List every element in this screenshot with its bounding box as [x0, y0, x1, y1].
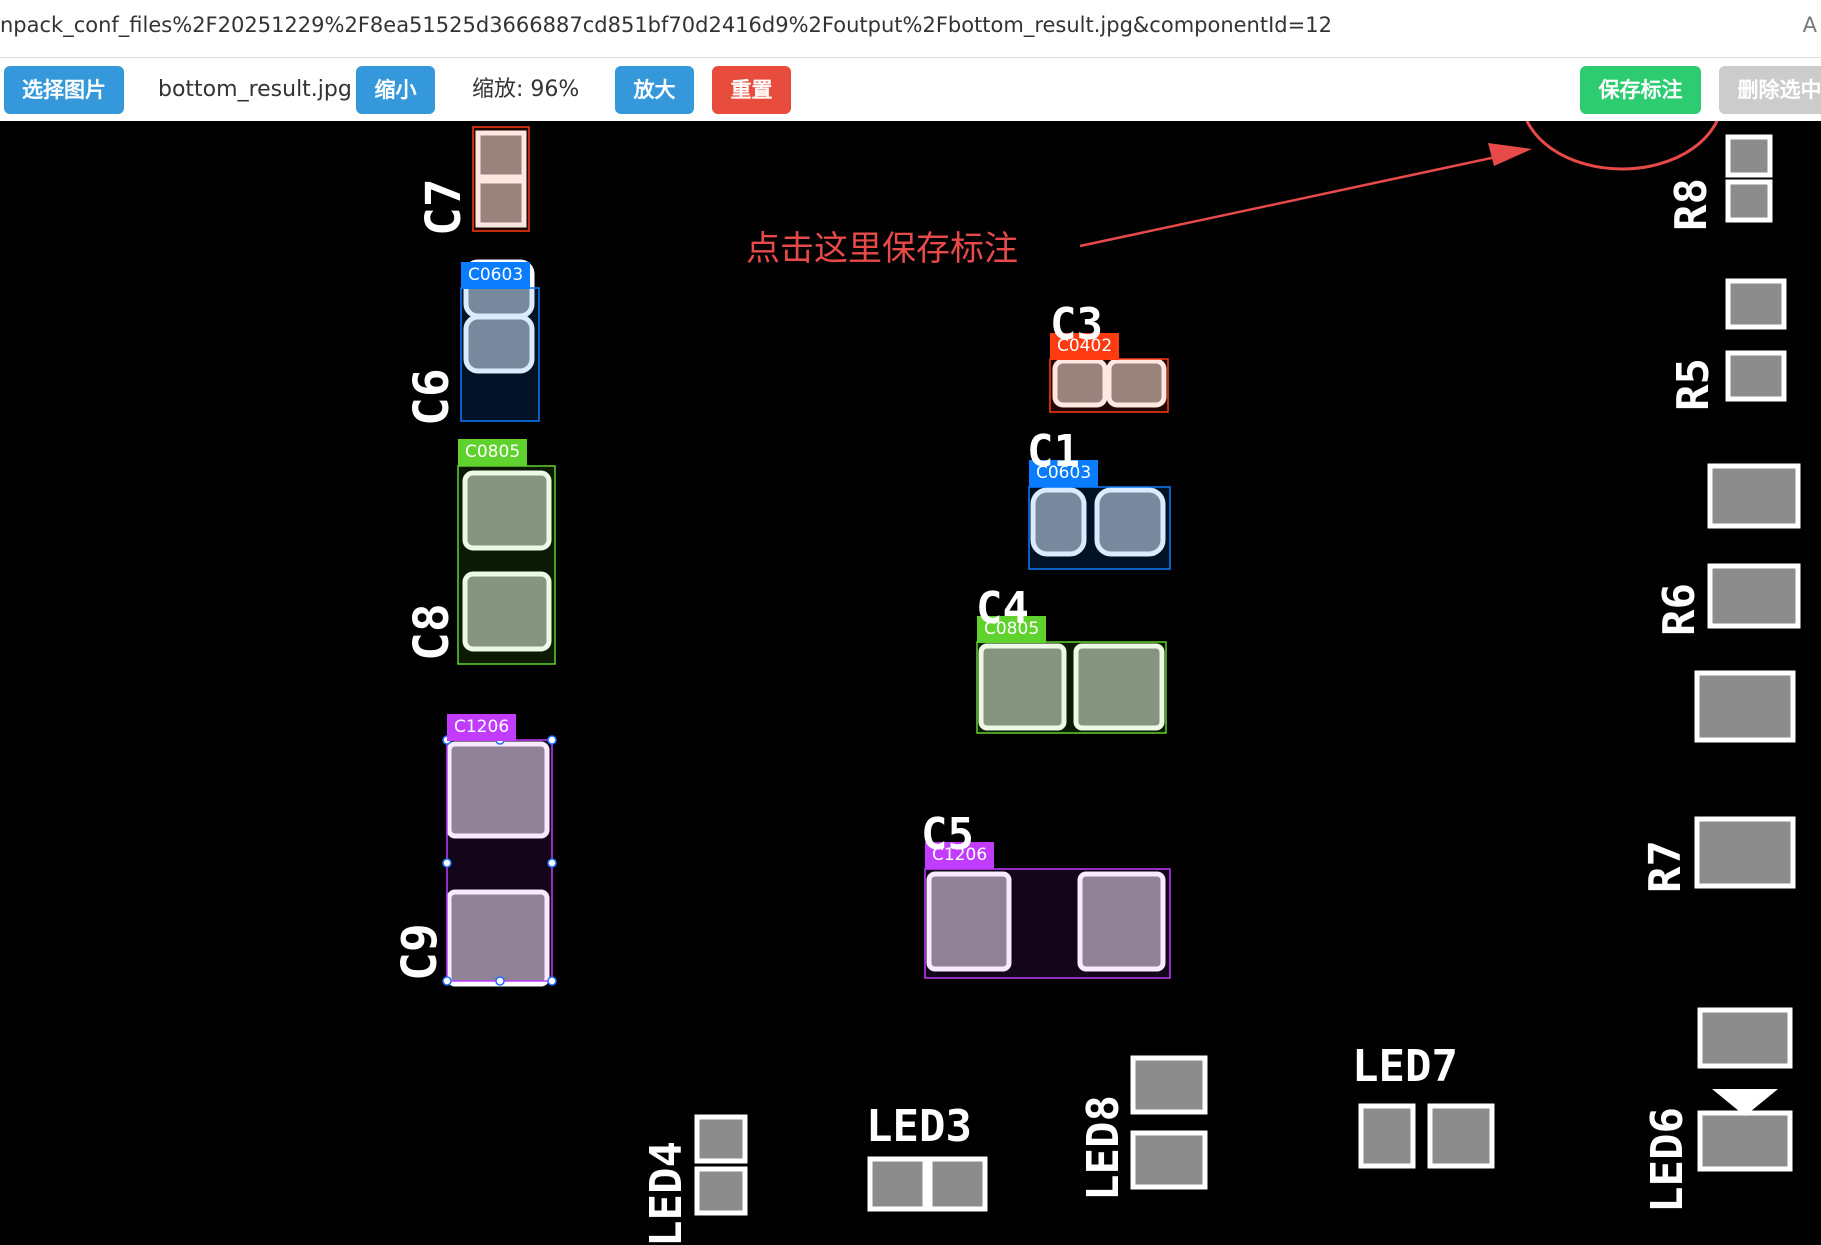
- pad: [694, 1166, 748, 1216]
- silk-label: C9: [392, 923, 448, 981]
- pad: [1358, 1103, 1416, 1169]
- pad: [475, 130, 527, 180]
- pad: [1697, 1007, 1793, 1069]
- pad: [475, 178, 527, 228]
- pad: [1052, 358, 1108, 408]
- resize-handle[interactable]: [547, 735, 557, 745]
- pad: [1694, 670, 1796, 743]
- resize-handle[interactable]: [547, 976, 557, 986]
- bbox-c7[interactable]: [472, 126, 530, 232]
- pad: [1694, 816, 1796, 889]
- bbox-c3[interactable]: [1049, 358, 1169, 413]
- pad: [1725, 179, 1773, 223]
- address-bar[interactable]: npack_conf_files%2F20251229%2F8ea51525d3…: [0, 0, 1821, 58]
- zoom-in-button[interactable]: 放大: [615, 66, 694, 114]
- filename-label: bottom_result.jpg: [158, 77, 352, 102]
- bbox-c8[interactable]: [457, 465, 556, 665]
- silk-label: LED8: [1078, 1095, 1129, 1201]
- led-polarity-marker: [1712, 1089, 1778, 1116]
- pad: [462, 571, 552, 652]
- silk-label: LED6: [1642, 1107, 1693, 1213]
- pad: [1725, 350, 1787, 402]
- url-text[interactable]: npack_conf_files%2F20251229%2F8ea51525d3…: [0, 13, 1332, 37]
- reset-button[interactable]: 重置: [712, 66, 791, 114]
- silk-label: C1: [1027, 426, 1080, 477]
- pad: [1106, 358, 1167, 408]
- pad: [1130, 1055, 1208, 1115]
- silk-label: C6: [404, 368, 460, 426]
- bbox-label: C0805: [458, 439, 528, 466]
- toolbar: 选择图片 bottom_result.jpg 缩小 缩放: 96% 放大 重置 …: [0, 58, 1821, 121]
- pad: [1725, 134, 1773, 178]
- bbox-c4[interactable]: [976, 641, 1167, 734]
- pad: [1427, 1103, 1495, 1169]
- pad: [1707, 463, 1801, 529]
- silk-label: R5: [1668, 358, 1719, 411]
- pad: [1725, 278, 1787, 330]
- zoom-level-label: 缩放: 96%: [472, 77, 580, 102]
- silk-label: C4: [976, 583, 1029, 634]
- bbox-c6[interactable]: [460, 287, 540, 422]
- pad: [867, 1156, 928, 1212]
- pcb-canvas[interactable]: C0603 C0402 C0805 C0603 C0805 C1206 C120…: [0, 121, 1821, 1245]
- silk-label: C7: [416, 178, 472, 236]
- annotation-arrow-line: [1079, 152, 1511, 248]
- pad: [1094, 487, 1166, 557]
- pad: [694, 1114, 748, 1164]
- bbox-label: C1206: [447, 714, 517, 741]
- zoom-out-button[interactable]: 缩小: [356, 66, 435, 114]
- pad: [463, 314, 535, 374]
- pad: [1130, 1130, 1208, 1190]
- save-annotations-button[interactable]: 保存标注: [1580, 66, 1701, 114]
- bbox-label: C1206: [925, 842, 995, 869]
- url-right-text: A: [1802, 13, 1817, 37]
- bbox-label: C0402: [1050, 333, 1120, 360]
- pad: [978, 643, 1067, 731]
- pad: [462, 470, 552, 551]
- pad: [1697, 1110, 1793, 1172]
- bbox-label: C0603: [1029, 460, 1099, 487]
- silk-label: LED7: [1352, 1041, 1458, 1092]
- annotation-arrow-head: [1488, 143, 1532, 166]
- select-image-button[interactable]: 选择图片: [4, 66, 124, 114]
- resize-handle[interactable]: [495, 976, 505, 986]
- silk-label: C3: [1050, 299, 1103, 350]
- bbox-label: C0805: [977, 616, 1047, 643]
- pad: [1030, 487, 1087, 557]
- silk-label: C8: [404, 603, 460, 661]
- silk-label: R8: [1666, 178, 1717, 231]
- silk-label: R6: [1654, 583, 1705, 636]
- silk-label: R7: [1640, 840, 1691, 893]
- pad: [927, 1156, 988, 1212]
- pad: [1073, 643, 1165, 731]
- pad: [1707, 563, 1801, 629]
- bbox-c5[interactable]: [924, 868, 1171, 979]
- pad: [926, 871, 1012, 972]
- resize-handle[interactable]: [442, 858, 452, 868]
- silk-label: LED3: [866, 1101, 972, 1152]
- bbox-label: C0603: [461, 262, 531, 289]
- silk-label: C5: [921, 809, 974, 860]
- delete-selected-button[interactable]: 删除选中: [1719, 66, 1821, 114]
- pcb-drawing: [442, 121, 1801, 1216]
- bbox-c1[interactable]: [1028, 486, 1171, 570]
- resize-handle[interactable]: [442, 976, 452, 986]
- annotation-circle: [1525, 121, 1719, 171]
- annotation-text: 点击这里保存标注: [746, 229, 1018, 269]
- resize-handle[interactable]: [547, 858, 557, 868]
- pad: [1077, 871, 1166, 972]
- bbox-c9[interactable]: [446, 739, 553, 982]
- silk-label: LED4: [641, 1141, 692, 1245]
